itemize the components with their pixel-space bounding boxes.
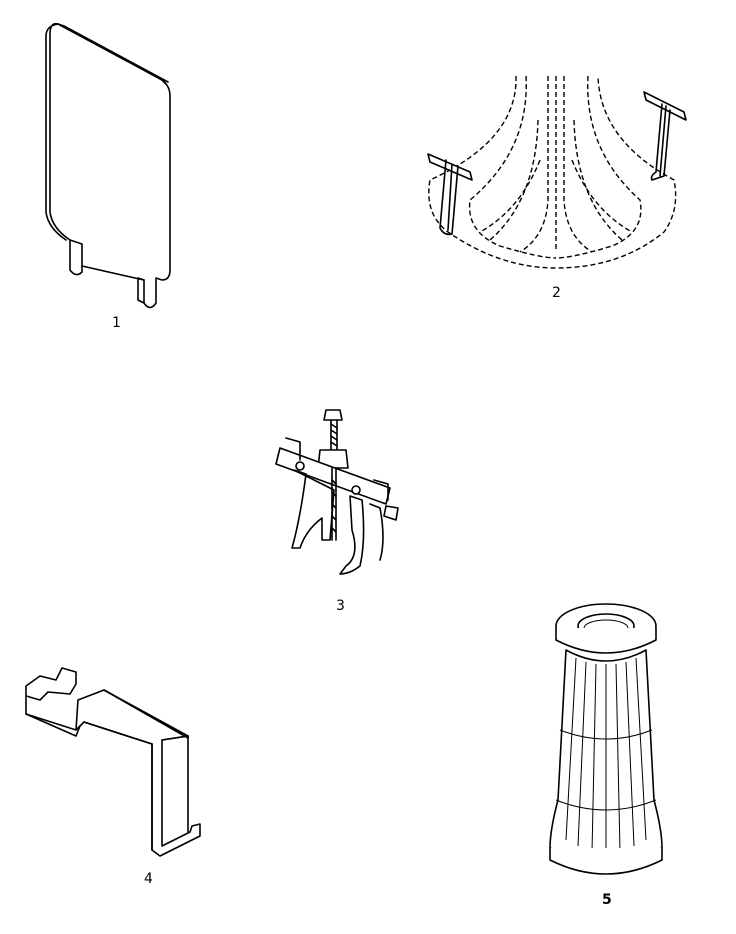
part-label: 5 (602, 892, 612, 908)
agitator-icon (549, 603, 663, 875)
part-label: 4 (144, 871, 153, 887)
divider-panel-icon (45, 22, 171, 309)
part-label: 1 (112, 315, 121, 331)
gear-puller-icon (275, 409, 399, 575)
bracket-icon (25, 667, 201, 857)
part-label: 2 (552, 285, 561, 301)
part-label: 3 (336, 598, 345, 614)
hub-puller-tool-icon (427, 75, 687, 269)
